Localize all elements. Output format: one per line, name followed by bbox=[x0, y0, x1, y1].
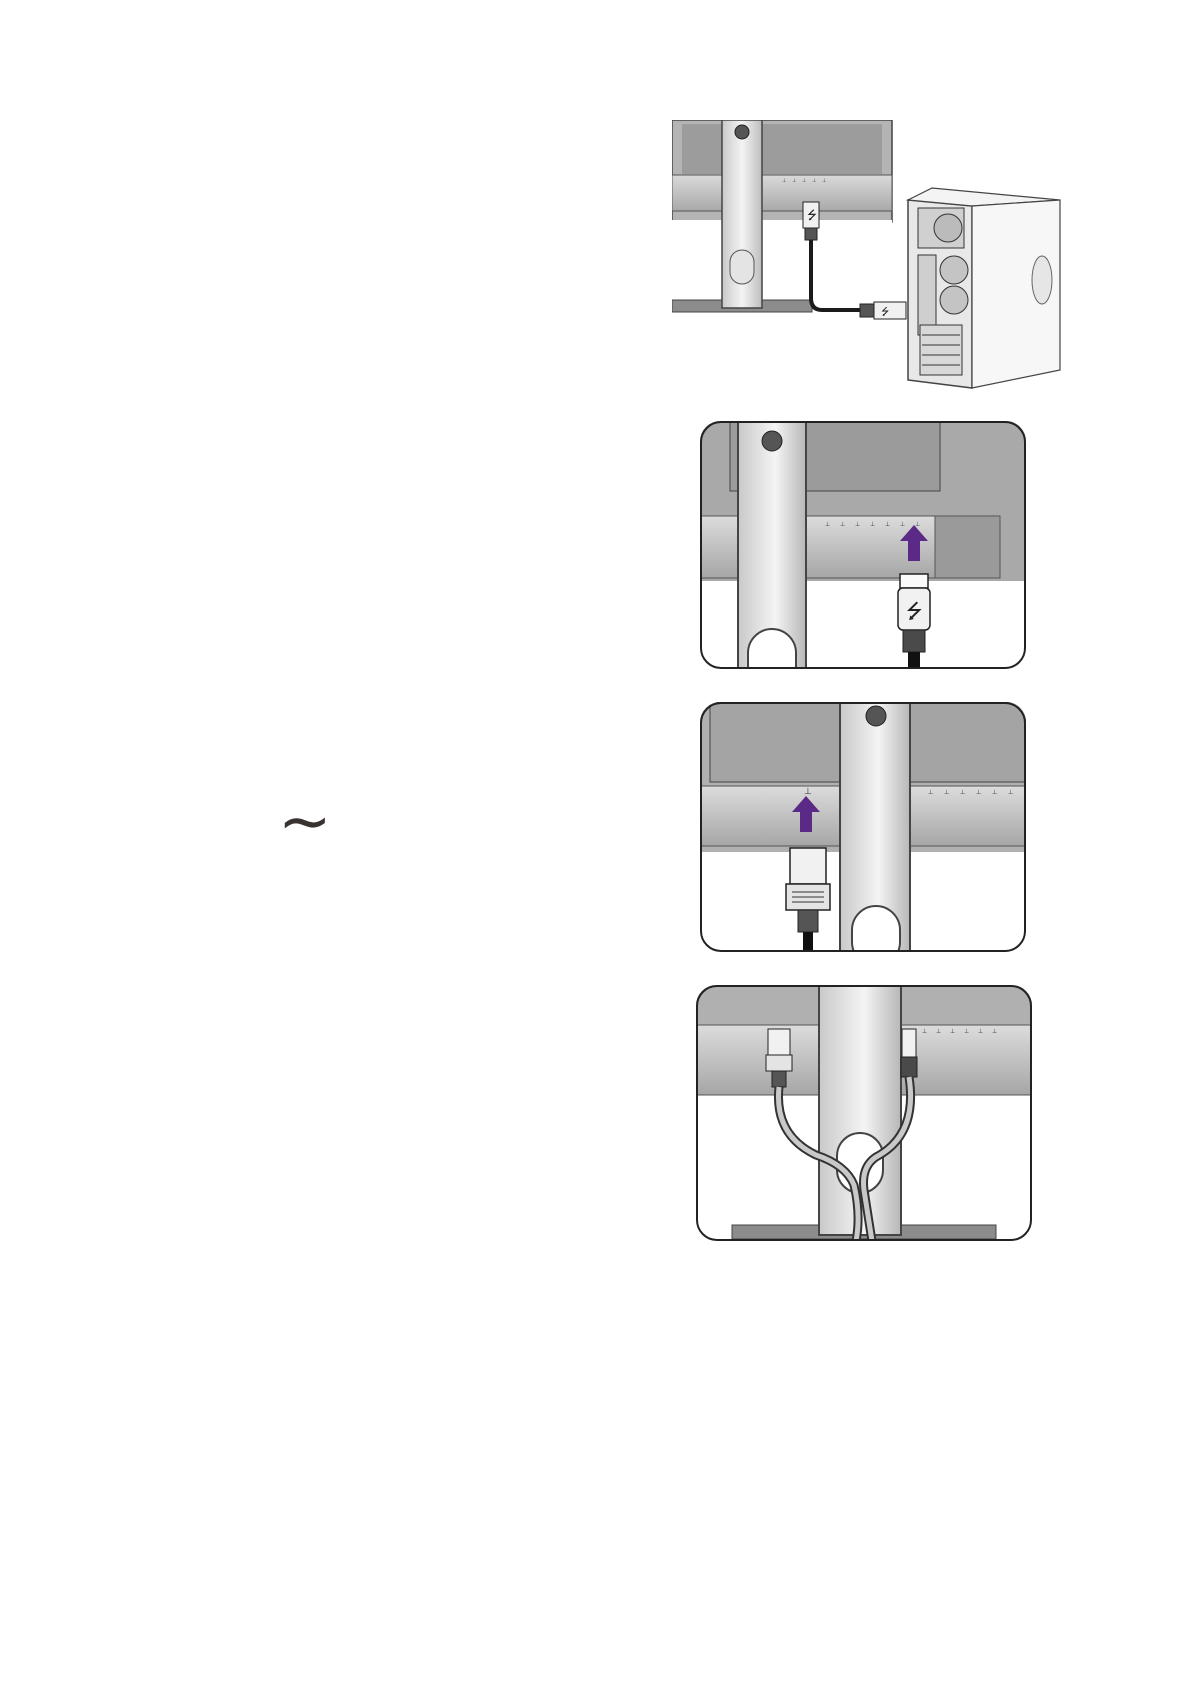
svg-text:⊥: ⊥ bbox=[992, 1028, 997, 1035]
usb-icon: ⭍ bbox=[807, 208, 817, 222]
svg-text:⊥: ⊥ bbox=[936, 1028, 941, 1035]
svg-text:⊥: ⊥ bbox=[915, 521, 920, 528]
svg-text:⊥: ⊥ bbox=[782, 178, 786, 184]
svg-text:⊥: ⊥ bbox=[950, 1028, 955, 1035]
svg-text:⊥: ⊥ bbox=[792, 178, 796, 184]
usb-pc-connection-illustration: ⊥ ⊥ ⊥ ⊥ ⊥ ⭍ ⭍ bbox=[672, 120, 1072, 405]
ac-symbol: ∼ bbox=[278, 790, 332, 854]
svg-text:⊥: ⊥ bbox=[992, 789, 997, 796]
cable-routing-illustration: ⊥ ⊥ ⊥ ⊥ ⊥ ⊥ bbox=[696, 985, 1046, 1245]
svg-text:⊥: ⊥ bbox=[944, 789, 949, 796]
svg-text:⊥: ⊥ bbox=[812, 178, 816, 184]
usb-icon: ⭍ bbox=[906, 601, 923, 623]
svg-text:⊥: ⊥ bbox=[978, 1028, 983, 1035]
svg-text:⊥: ⊥ bbox=[822, 178, 826, 184]
svg-text:⊥: ⊥ bbox=[870, 521, 875, 528]
svg-text:⊥: ⊥ bbox=[1008, 789, 1013, 796]
svg-text:⊥: ⊥ bbox=[900, 521, 905, 528]
svg-text:⊥: ⊥ bbox=[964, 1028, 969, 1035]
svg-text:⭍: ⭍ bbox=[881, 306, 889, 318]
power-cord-plug-illustration: ⊥ ⊥ ⊥ ⊥ ⊥ ⊥ ⊥ bbox=[700, 702, 1040, 956]
svg-text:⊥: ⊥ bbox=[922, 1028, 927, 1035]
svg-text:⊥: ⊥ bbox=[885, 521, 890, 528]
svg-text:⊥: ⊥ bbox=[825, 521, 830, 528]
svg-text:⊥: ⊥ bbox=[840, 521, 845, 528]
svg-text:⊥: ⊥ bbox=[855, 521, 860, 528]
svg-text:⊥: ⊥ bbox=[976, 789, 981, 796]
usb-upstream-plug-illustration: ⊥ ⊥ ⊥ ⊥ ⊥ ⊥ ⊥ ⭍ bbox=[700, 421, 1040, 671]
ac-power-icon: ⊥ bbox=[804, 786, 812, 796]
svg-text:⊥: ⊥ bbox=[960, 789, 965, 796]
svg-text:⊥: ⊥ bbox=[928, 789, 933, 796]
svg-text:⊥: ⊥ bbox=[802, 178, 806, 184]
